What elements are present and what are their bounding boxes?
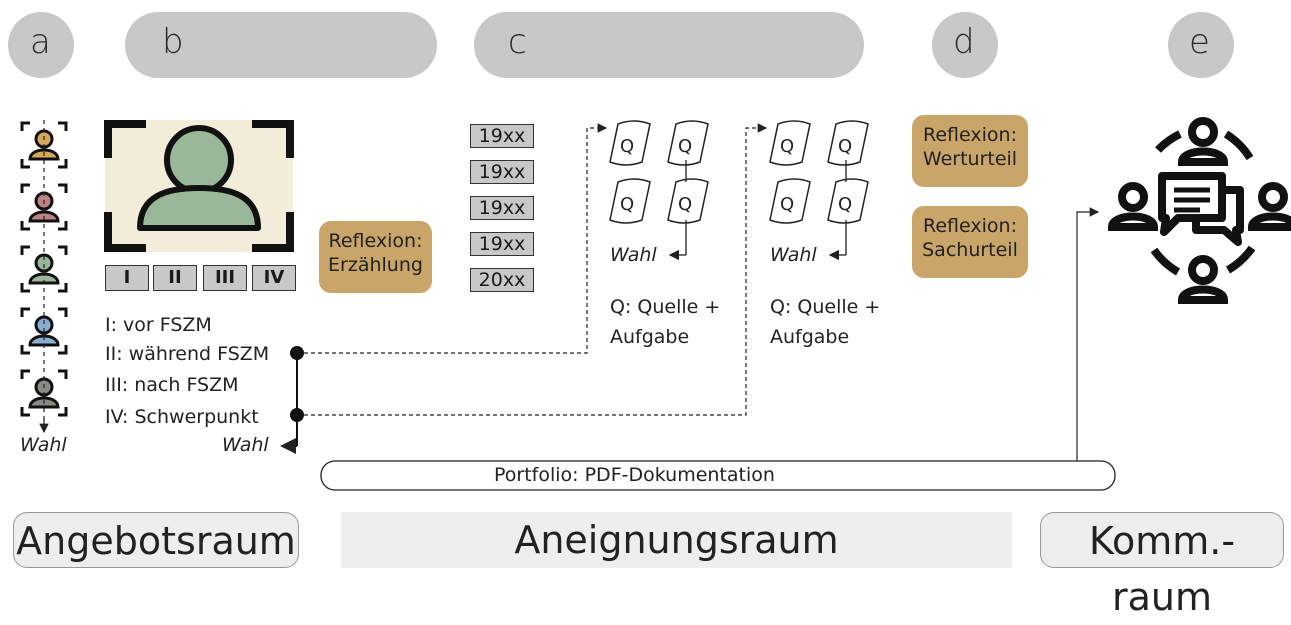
svg-text:Q: Q — [620, 194, 634, 215]
person-icon-4 — [20, 307, 68, 355]
phase-text-4: IV: Schwerpunkt — [105, 406, 259, 428]
quelle-card: Q — [827, 178, 869, 224]
phase-text-1: I: vor FSZM — [105, 314, 212, 336]
phase-box-1: I — [105, 265, 149, 291]
communication-icon — [1107, 117, 1291, 304]
room-angebotsraum: Angebotsraum — [13, 512, 299, 568]
room-aneignungsraum: Aneignungsraum — [341, 512, 1012, 568]
stage-a-pill — [8, 12, 74, 78]
person-icon-3 — [20, 245, 68, 293]
person-icon-2 — [20, 183, 68, 231]
stage-e-pill — [1168, 12, 1234, 78]
phase-text-3: III: nach FSZM — [105, 374, 239, 396]
phase-text-2: II: während FSZM — [105, 343, 270, 365]
stage-d-pill — [932, 12, 998, 78]
stage-b-pill — [125, 12, 437, 78]
quelle-card: Q — [667, 178, 709, 224]
year-box-5: 20xx — [470, 268, 534, 292]
svg-text:Q: Q — [678, 136, 692, 157]
svg-text:Q: Q — [780, 136, 794, 157]
reflexion-sachurteil: Reflexion: Sachurteil — [912, 206, 1028, 278]
stage-d-label: d — [953, 22, 975, 62]
diagram-canvas: Q Q Q Q Q Q Q Q — [20, 117, 1291, 491]
quelle-card: Q — [769, 178, 811, 224]
stage-e-label: e — [1189, 22, 1210, 62]
quelle-group-1: Q Q Q Q — [609, 120, 709, 261]
phase-box-3: III — [203, 265, 247, 291]
year-box-1: 19xx — [470, 124, 534, 148]
svg-text:Q: Q — [620, 136, 634, 157]
year-box-2: 19xx — [470, 160, 534, 184]
stage-c-pill — [474, 12, 864, 78]
phase-box-4: IV — [252, 265, 296, 291]
reflexion-werturteil: Reflexion: Werturteil — [912, 115, 1028, 187]
phase-box-2: II — [153, 265, 197, 291]
reflexion-erzaehlung: Reflexion: Erzählung — [319, 221, 432, 293]
svg-text:Q: Q — [838, 194, 852, 215]
quelle-card: Q — [667, 120, 709, 166]
svg-text:Q: Q — [678, 194, 692, 215]
quelle-note-2: Q: Quelle + Aufgabe — [770, 296, 881, 348]
quelle-card: Q — [609, 178, 651, 224]
year-box-3: 19xx — [470, 196, 534, 220]
portfolio-label: Portfolio: PDF-Dokumentation — [494, 464, 775, 486]
wahl-label-a: Wahl — [20, 434, 67, 456]
quelle-group-2: Q Q Q Q — [769, 120, 869, 261]
stage-c-label: c — [508, 22, 527, 62]
quelle-card: Q — [609, 120, 651, 166]
svg-text:Q: Q — [780, 194, 794, 215]
wahl-label-c2: Wahl — [770, 244, 817, 266]
quelle-card: Q — [827, 120, 869, 166]
svg-text:Q: Q — [838, 136, 852, 157]
wahl-label-c1: Wahl — [610, 244, 657, 266]
wahl-label-b: Wahl — [222, 434, 269, 456]
room-kommraum: Komm.-raum — [1040, 512, 1284, 619]
year-box-4: 19xx — [470, 232, 534, 256]
stage-b-label: b — [162, 22, 184, 62]
stage-a-label: a — [30, 22, 51, 62]
quelle-note-1: Q: Quelle + Aufgabe — [610, 296, 721, 348]
portrait-icon — [104, 120, 294, 252]
quelle-card: Q — [769, 120, 811, 166]
